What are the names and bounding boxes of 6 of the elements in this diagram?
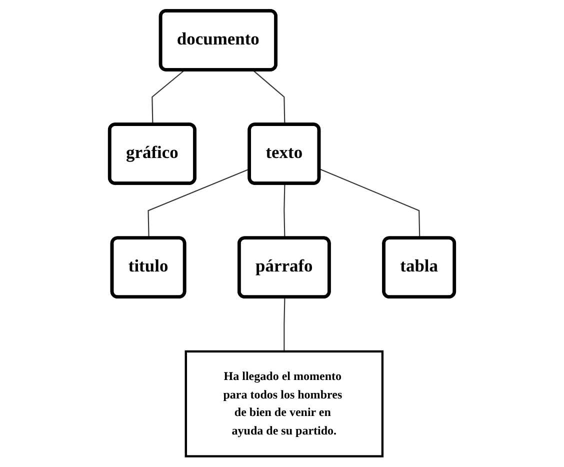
connector	[284, 184, 286, 238]
connector	[284, 297, 286, 352]
connector	[319, 168, 420, 238]
node-box: Ha llegado el momento para todos los hombres de bien de venir en ayuda de su partido.	[184, 350, 384, 458]
connector	[152, 70, 185, 125]
connector	[252, 70, 286, 125]
